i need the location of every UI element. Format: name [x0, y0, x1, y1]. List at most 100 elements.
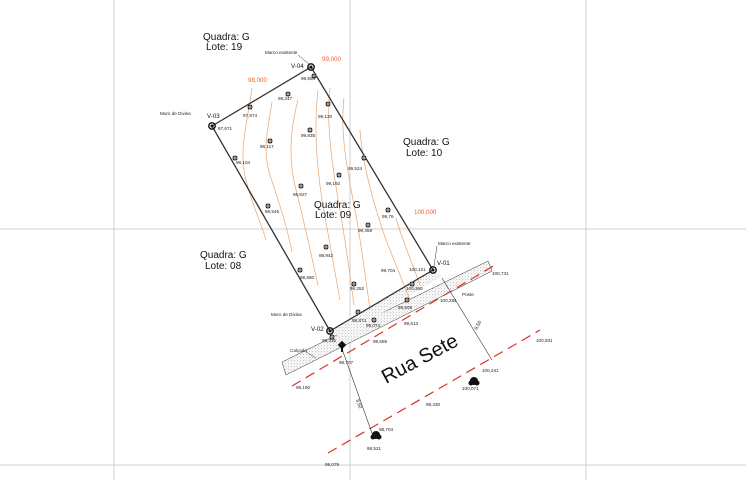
spot-level-marker — [247, 104, 253, 110]
annotation-muro-top: Muro de Divisa — [160, 111, 191, 116]
lot-north-lote: Lote: 19 — [206, 42, 243, 53]
spot-level-label: 98,347 — [278, 96, 292, 101]
spot-level-label: 99,192 — [326, 181, 340, 186]
curb-line-bottom — [327, 329, 541, 454]
contour-lines — [242, 87, 421, 311]
spot-level-label: 100,241 — [482, 368, 499, 373]
spot-level-label: 98,521 — [367, 446, 381, 451]
spot-level-marker — [365, 222, 371, 228]
lot-east-quadra: Quadra: G — [403, 137, 450, 148]
vertex-v02-marker — [326, 327, 334, 335]
spot-level-label: 99,252 — [350, 286, 364, 291]
tree-icon — [468, 377, 480, 386]
spot-level-label: 98,827 — [293, 192, 307, 197]
spot-level-label: 97,671 — [218, 126, 232, 131]
lot-east-lote: Lote: 10 — [406, 148, 443, 159]
street-dimension-left — [340, 345, 374, 437]
lot-west-quadra: Quadra: G — [200, 250, 247, 261]
spot-level-label: 98,609 — [398, 305, 412, 310]
contour-label-100: 100,000 — [414, 209, 437, 216]
vertex-v04-marker — [307, 63, 315, 71]
dimension-label-2: 8,50 — [354, 399, 363, 410]
spot-level-label: 100,121 — [409, 267, 426, 272]
lot-north-quadra: Quadra: G — [203, 32, 250, 43]
annotation-muro-bottom: Muro de Divisa — [271, 312, 302, 317]
contour-label-99: 99,000 — [322, 56, 341, 63]
spot-level-marker — [311, 73, 317, 79]
annotation-marco-top: Marco existente — [265, 50, 298, 55]
spot-level-marker — [409, 281, 415, 287]
contour-label-98: 98,000 — [248, 77, 267, 84]
spot-level-label: 98,104 — [236, 160, 250, 165]
spot-level-label: 99,835 — [301, 133, 315, 138]
sidewalk-band — [281, 260, 493, 376]
spot-level-marker — [325, 101, 331, 107]
lot-main-quadra: Quadra: G — [314, 200, 361, 211]
spot-level-label: 99,589 — [373, 339, 387, 344]
spot-level-marker — [323, 244, 329, 250]
vertex-v02-label: V-02 — [311, 326, 324, 333]
spot-level-marker — [265, 203, 271, 209]
leader-marco-top — [297, 54, 310, 65]
spot-level-label: 98,942 — [319, 253, 333, 258]
spot-level-label: 99,613 — [404, 321, 418, 326]
annotation-calcada: Calçada — [290, 348, 307, 353]
tree-icon — [370, 431, 382, 440]
spot-level-marker — [329, 334, 335, 340]
spot-level-label: 100,931 — [536, 338, 553, 343]
vertex-v01-label: V-01 — [437, 260, 450, 267]
spot-level-marker — [285, 91, 291, 97]
spot-level-label: 98,554 — [301, 76, 315, 81]
spot-level-marker — [355, 309, 361, 315]
spot-level-marker — [336, 172, 342, 178]
lot-west-lote: Lote: 08 — [205, 261, 242, 272]
vertex-v03-marker — [208, 122, 216, 130]
spot-level-label: 99,704 — [381, 268, 395, 273]
spot-level-label: 98,335 — [322, 338, 336, 343]
street-name: Rua Sete — [378, 330, 462, 389]
vertex-v04-label: V-04 — [291, 63, 304, 70]
spot-level-label: 99,074 — [366, 323, 380, 328]
pole-symbols — [337, 340, 480, 440]
spot-level-label: 98,190 — [296, 385, 310, 390]
lot-main-lote: Lote: 09 — [315, 210, 352, 221]
spot-level-points — [232, 73, 415, 340]
spot-level-marker — [371, 317, 377, 323]
vertex-markers — [208, 63, 437, 335]
spot-level-label: 98,704 — [379, 427, 393, 432]
annotation-marco-right: Marco existente — [438, 241, 471, 246]
vertex-v01-marker — [429, 266, 437, 274]
spot-level-marker — [267, 138, 273, 144]
spot-level-label: 99,430 — [426, 402, 440, 407]
spot-level-marker — [385, 207, 391, 213]
spot-level-marker — [404, 297, 410, 303]
spot-level-marker — [297, 267, 303, 273]
spot-level-label: 98,880 — [300, 275, 314, 280]
leader-calcada — [305, 351, 317, 359]
curb-line-top — [291, 264, 496, 387]
spot-level-label: 97,874 — [243, 113, 257, 118]
street-dimension-right — [441, 277, 493, 361]
sidewalk-inner — [330, 270, 442, 338]
spot-level-labels: 98,554 98,347 97,874 97,671 99,120 99,835 98,1… — [218, 76, 553, 467]
spot-level-label: 99,76 — [382, 214, 394, 219]
pole-icon — [337, 340, 347, 352]
annotation-poste: Poste — [462, 292, 474, 297]
spot-level-marker — [232, 155, 238, 161]
spot-level-label: 100,284 — [440, 298, 457, 303]
spot-level-label: 98,079 — [325, 462, 339, 467]
spot-level-label: 99,524 — [348, 166, 362, 171]
spot-level-marker — [361, 155, 367, 161]
spot-level-label: 99,120 — [318, 114, 332, 119]
spot-level-marker — [307, 127, 313, 133]
spot-level-label: 100,360 — [406, 286, 423, 291]
dimension-label-1: 8,50 — [473, 320, 483, 331]
spot-level-label: 98,874 — [352, 318, 366, 323]
spot-level-marker — [298, 183, 304, 189]
spot-level-marker — [351, 281, 357, 287]
spot-level-label: 98,546 — [265, 209, 279, 214]
leader-marco-right — [433, 245, 438, 267]
spot-level-label: 99,459 — [358, 228, 372, 233]
